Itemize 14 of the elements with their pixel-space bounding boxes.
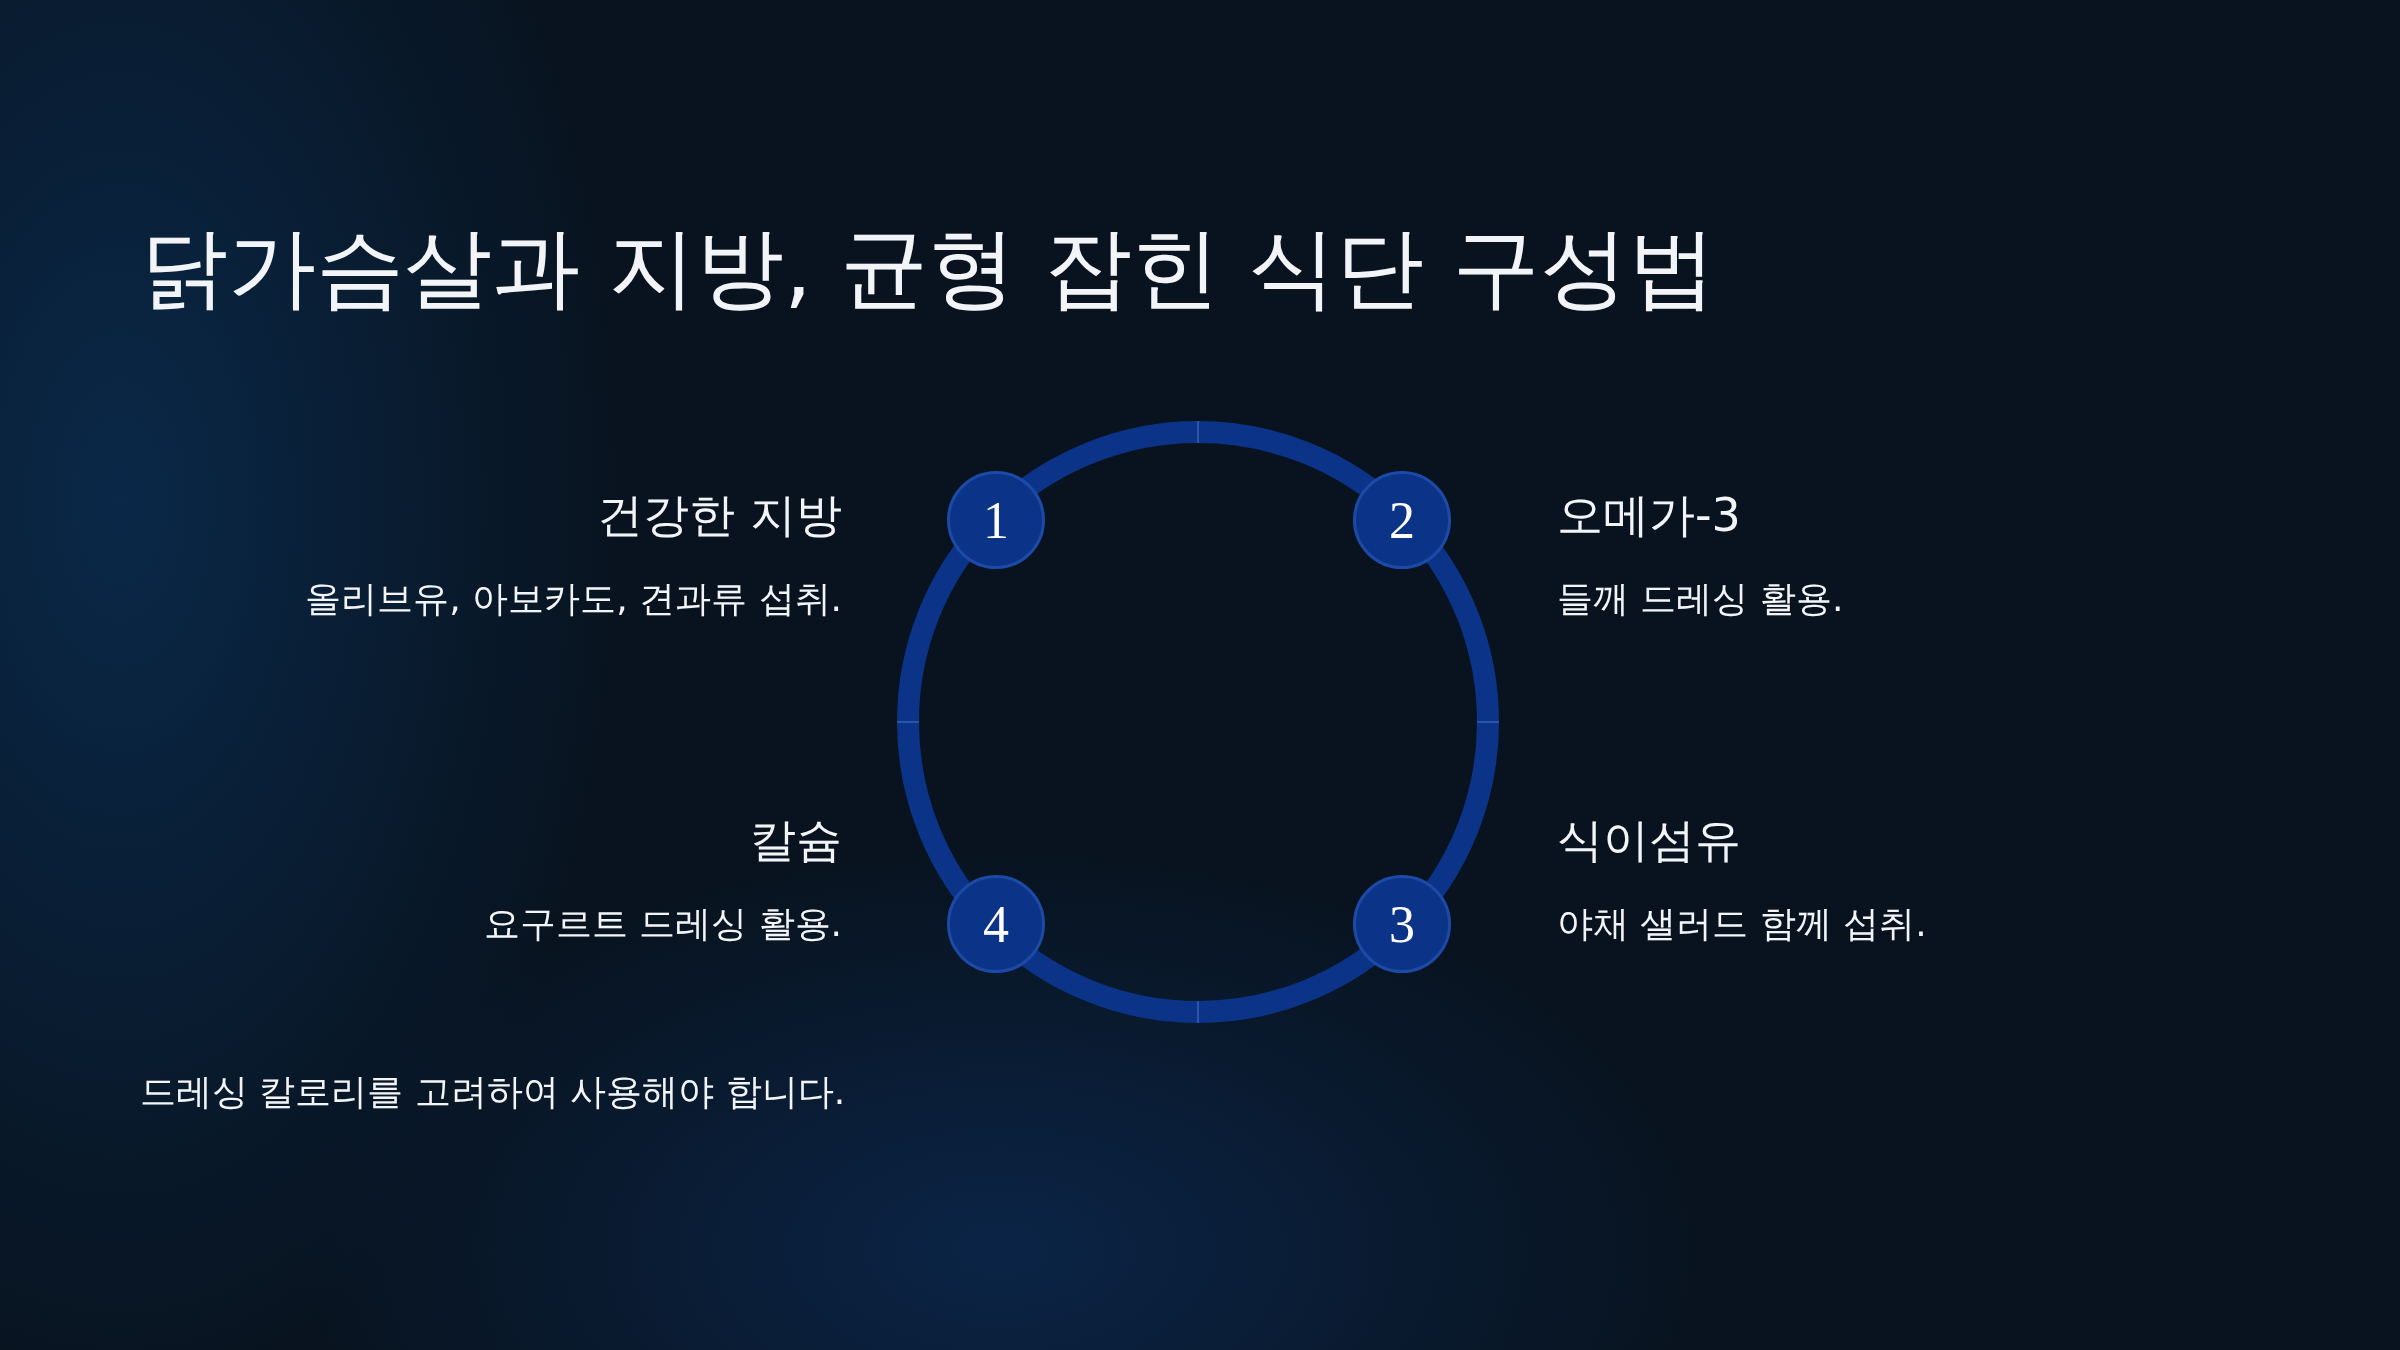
description-text: 야채 샐러드 함께 섭취. bbox=[1557, 902, 1927, 946]
number-circle: 2 bbox=[1353, 471, 1451, 569]
number-circle: 4 bbox=[947, 875, 1045, 973]
heading-text: 칼슘 bbox=[750, 812, 842, 869]
description-text: 올리브유, 아보카도, 견과류 섭취. bbox=[305, 577, 842, 621]
title: 닭가슴살과 지방, 균형 잡힌 식단 구성법 bbox=[140, 215, 1716, 321]
description-text: 들깨 드레싱 활용. bbox=[1557, 577, 1844, 621]
number-circle: 3 bbox=[1353, 875, 1451, 973]
heading-text: 오메가-3 bbox=[1557, 487, 1741, 544]
note-text: 드레싱 칼로리를 고려하여 사용해야 합니다. bbox=[140, 1070, 846, 1114]
heading-text: 식이섬유 bbox=[1557, 812, 1741, 869]
number-circle: 1 bbox=[947, 471, 1045, 569]
description-text: 요구르트 드레싱 활용. bbox=[483, 902, 842, 946]
heading-text: 건강한 지방 bbox=[597, 487, 842, 544]
